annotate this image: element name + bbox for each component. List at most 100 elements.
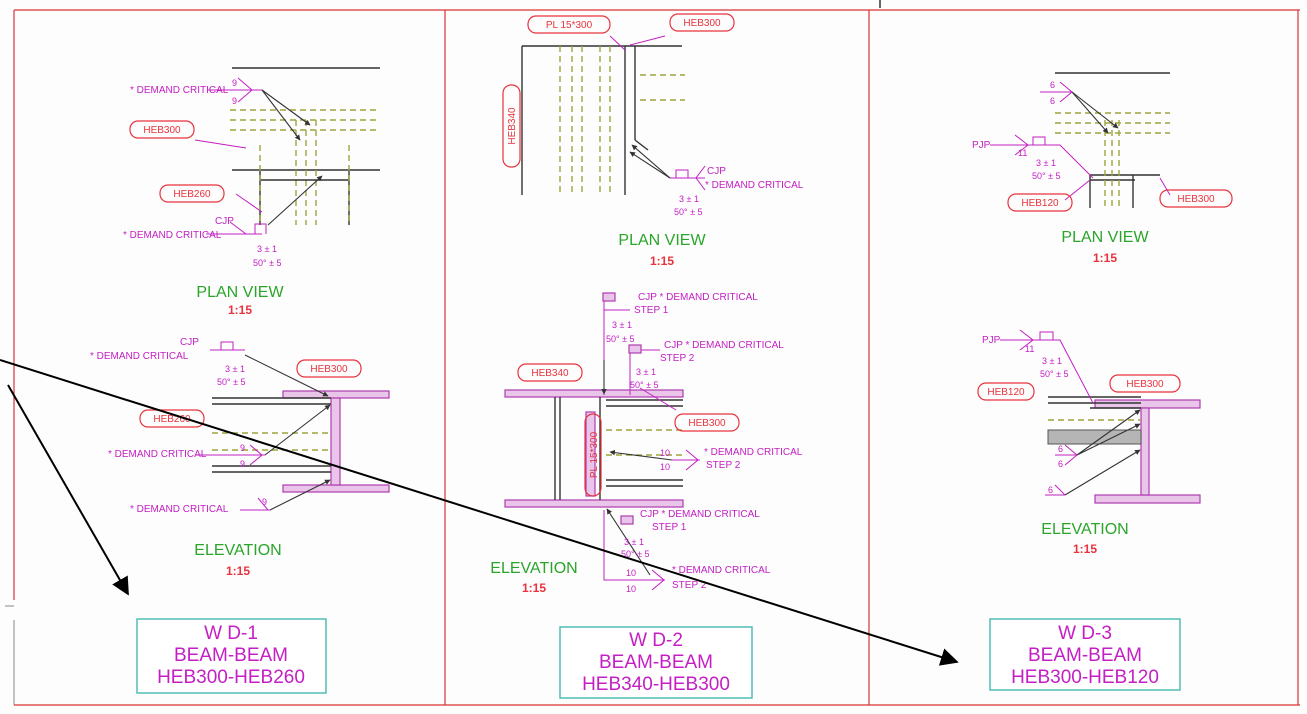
p2-elev-tag-2-outline: [674, 413, 740, 432]
p1-elev-tag-1: HEB300: [310, 364, 348, 375]
p2-elev-tag-1: HEB340: [531, 368, 569, 379]
p2-elev-weld-2: 10: [660, 462, 670, 472]
p2-elev-note-13: 3 ± 1: [624, 537, 644, 547]
p2-plan-tag-3-outline: [502, 84, 521, 168]
p2-plan-note-2: * DEMAND CRITICAL: [705, 180, 804, 191]
p3-plan-weld-3: 11: [1018, 148, 1027, 158]
panel-1: * DEMAND CRITICAL 9 9 CJP * DEMAND CRITI…: [90, 67, 390, 694]
p2-elev-title: ELEVATION: [490, 560, 577, 577]
p2-plan-note-3: 3 ± 1: [679, 194, 699, 204]
p1-plan-note-5: 50° ± 5: [253, 258, 282, 268]
p2-elev-note-1: CJP * DEMAND CRITICAL: [638, 292, 758, 303]
p3-plan-tag-2-outline: [1159, 189, 1233, 208]
p2-plan-tag-2-outline: [669, 13, 735, 32]
p2-elev-note-15: * DEMAND CRITICAL: [672, 565, 771, 576]
p3-plan-scale: 1:15: [1093, 251, 1117, 265]
p1-elev-note-2: * DEMAND CRITICAL: [90, 351, 189, 362]
p3-plan-note-3: 50° ± 5: [1032, 171, 1061, 181]
p2-elev-weld-4: 10: [626, 584, 636, 594]
p1-plan-note-2: CJP: [215, 216, 234, 227]
p1-elev-note-3: 3 ± 1: [225, 364, 245, 374]
p1-elev-tag-2: HEB260: [153, 414, 191, 425]
p3-elev-tag-1-outline: [977, 382, 1035, 401]
panel-2: PL 15*300 HEB300 HEB340 CJP * DEMAND CRI…: [490, 13, 804, 699]
p2-elev-weld-3: 10: [626, 568, 636, 578]
p3-elev-tag-2: HEB300: [1126, 379, 1164, 390]
p2-elev-note-12: STEP 1: [652, 522, 687, 533]
p2-elev-note-2: STEP 1: [634, 305, 669, 316]
p1-box-line1: W D-1: [204, 623, 258, 644]
p3-plan-title: PLAN VIEW: [1061, 229, 1149, 246]
p3-plan-tag-1: HEB120: [1021, 198, 1059, 209]
p2-plan-tag-2: HEB300: [683, 18, 721, 29]
p2-elev-note-9: * DEMAND CRITICAL: [704, 447, 803, 458]
p1-plan-weld-2: 9: [232, 96, 237, 106]
p2-elev-note-11: CJP * DEMAND CRITICAL: [640, 509, 760, 520]
panel-3: 6 6 PJP 11 3 ± 1 50° ± 5 HEB120 HEB300 P…: [972, 72, 1233, 691]
p3-plan-note-1: PJP: [972, 140, 991, 151]
p2-box-line3: HEB340-HEB300: [582, 674, 730, 695]
p2-elev-tag-2: HEB300: [688, 418, 726, 429]
p3-elev-weld-1: 11: [1025, 344, 1034, 354]
p1-elev-title: ELEVATION: [194, 542, 281, 559]
p2-elev-scale: 1:15: [522, 581, 546, 595]
pointer-arrows: [0, 359, 959, 666]
panel3-elevation-geometry: [1000, 329, 1201, 504]
p3-elev-tag-1: HEB120: [987, 387, 1025, 398]
p2-elev-weld-flag-3: [620, 515, 634, 525]
p2-plan-tag-1: PL 15*300: [546, 20, 593, 31]
p2-elev-note-7: 3 ± 1: [636, 367, 656, 377]
p1-elev-note-6: * DEMAND CRITICAL: [130, 504, 229, 515]
p3-elev-weld-4: 6: [1048, 485, 1053, 495]
p2-elev-note-3: 3 ± 1: [612, 320, 632, 330]
p1-plan-tag-2-outline: [159, 184, 225, 203]
p2-elev-note-6: STEP 2: [660, 353, 695, 364]
p3-plan-note-2: 3 ± 1: [1036, 158, 1056, 168]
p3-plan-weld-2: 6: [1050, 96, 1055, 106]
p2-title-box: [559, 626, 753, 699]
p2-elev-weld-flag-2: [628, 344, 642, 354]
p2-elev-note-14: 50° ± 5: [621, 549, 650, 559]
p1-elev-weld-2: 9: [240, 459, 245, 469]
p2-plan-title: PLAN VIEW: [618, 232, 706, 249]
p3-elev-title: ELEVATION: [1041, 521, 1128, 538]
p3-elev-weld-3: 6: [1058, 459, 1063, 469]
p3-elev-note-2: 3 ± 1: [1042, 356, 1062, 366]
p3-elev-scale: 1:15: [1073, 542, 1097, 556]
p1-plan-note-1: * DEMAND CRITICAL: [130, 85, 229, 96]
p1-plan-note-3: * DEMAND CRITICAL: [123, 230, 222, 241]
p3-elev-note-1: PJP: [982, 335, 1001, 346]
p1-elev-weld-1: 9: [240, 443, 245, 453]
p1-box-line3: HEB300-HEB260: [157, 667, 305, 688]
panel1-plan-geometry: [194, 67, 380, 235]
p3-box-line2: BEAM-BEAM: [1028, 645, 1142, 666]
p2-plan-note-4: 50° ± 5: [674, 207, 703, 217]
p3-plan-weld-1: 6: [1050, 80, 1055, 90]
p2-elev-weld-flag-1: [602, 292, 616, 302]
p2-elev-tag-3: PL 15*300: [589, 431, 600, 478]
panel1-elevation-geometry: [196, 341, 390, 511]
p1-plan-weld-1: 9: [232, 78, 237, 88]
p2-elev-weld-1: 10: [660, 448, 670, 458]
p1-plan-tag-2: HEB260: [173, 189, 211, 200]
p2-elev-note-5: CJP * DEMAND CRITICAL: [664, 340, 784, 351]
p1-elev-tag-2-outline: [139, 409, 205, 428]
pointer-arrow-short: [7, 384, 129, 596]
p1-elev-note-4: 50° ± 5: [217, 377, 246, 387]
p1-plan-tag-1-outline: [129, 120, 195, 139]
p1-plan-tag-1: HEB300: [143, 125, 181, 136]
p2-elev-tag-1-outline: [517, 363, 583, 382]
p3-box-line3: HEB300-HEB120: [1011, 667, 1159, 688]
p2-elev-note-16: STEP 2: [672, 580, 707, 591]
p1-elev-note-1: CJP: [180, 337, 199, 348]
p2-elev-note-8: 50° ± 5: [630, 380, 659, 390]
p2-box-line1: W D-2: [629, 630, 683, 651]
p3-plan-tag-1-outline: [1007, 193, 1073, 212]
p1-elev-tag-1-outline: [296, 359, 362, 378]
sheet-frame: [5, 0, 1300, 706]
p2-plan-note-1: CJP: [707, 166, 726, 177]
p3-elev-note-3: 50° ± 5: [1040, 369, 1069, 379]
p1-elev-weld-3: 9: [262, 497, 267, 507]
